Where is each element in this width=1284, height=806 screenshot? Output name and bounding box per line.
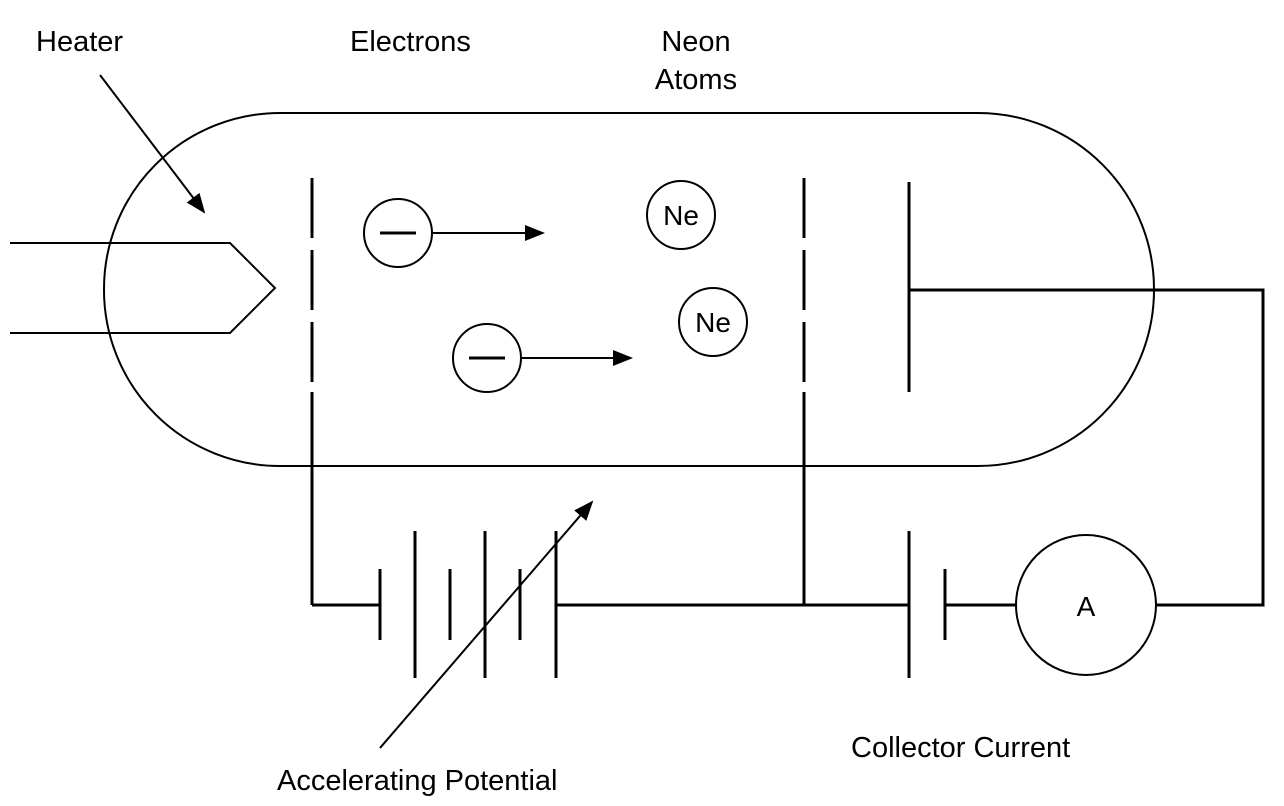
neon-atom-1: Ne xyxy=(646,180,716,250)
neon-symbol: Ne xyxy=(695,307,731,338)
accelerating-battery xyxy=(378,531,558,678)
accelerating-potential-label: Accelerating Potential xyxy=(277,765,558,797)
heater-label: Heater xyxy=(36,26,123,58)
electrons-label: Electrons xyxy=(350,26,471,58)
neon-atom-2: Ne xyxy=(678,287,748,357)
heater-pointer-arrow xyxy=(99,74,206,214)
electron-1 xyxy=(363,198,545,268)
ammeter-symbol: A xyxy=(1077,591,1096,622)
neon-symbol: Ne xyxy=(663,200,699,231)
neon-atoms-label-line1: Neon xyxy=(661,26,730,58)
neon-atoms-label-line2: Atoms xyxy=(655,64,737,96)
ammeter: A xyxy=(1015,534,1157,676)
electron-2 xyxy=(452,323,633,393)
collector-current-label: Collector Current xyxy=(851,732,1070,764)
retarding-battery xyxy=(907,531,947,678)
variable-potential-arrow xyxy=(379,500,594,749)
heater-filament xyxy=(10,242,277,334)
collector-plate xyxy=(907,182,1265,607)
